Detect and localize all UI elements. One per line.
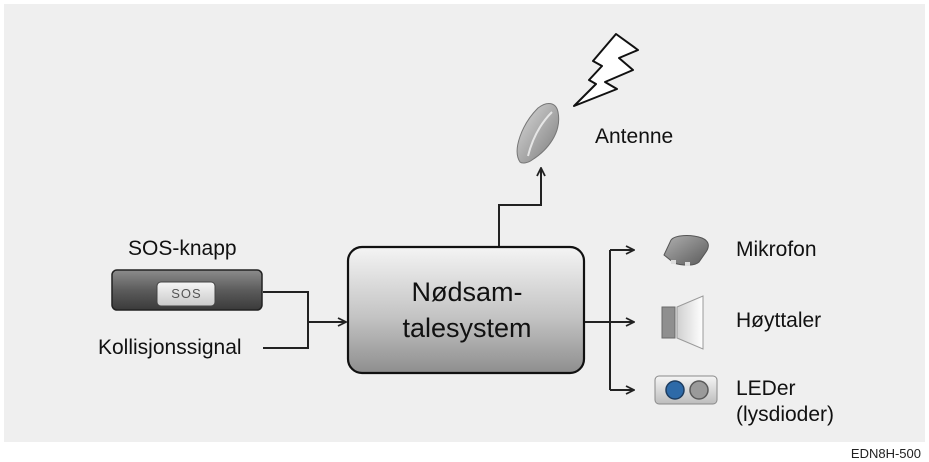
sos-button-icon	[111, 269, 263, 311]
leds-label-line2: (lysdioder)	[736, 403, 835, 426]
sos-button-text: SOS	[171, 286, 202, 301]
center-box	[346, 245, 586, 375]
center-label-line2: talesystem	[402, 313, 532, 343]
figure-code: EDN8H-500	[850, 446, 921, 461]
microphone-icon	[663, 235, 709, 266]
center-box-label: Nødsam- talesystem	[350, 248, 584, 372]
edge-sos-to-center	[263, 291, 346, 322]
edge-collision-to-center	[263, 322, 309, 349]
center-label-line1: Nødsam-	[411, 277, 523, 307]
speaker-icon	[661, 295, 704, 350]
collision-signal-label: Kollisjonssignal	[98, 336, 242, 359]
microphone-label: Mikrofon	[736, 238, 817, 261]
antenna-label: Antenne	[595, 125, 674, 148]
leds-label-line1: LEDer	[736, 377, 796, 400]
signal-bolt-icon	[573, 33, 639, 107]
speaker-label: Høyttaler	[736, 309, 822, 332]
led-icon	[654, 375, 718, 405]
sos-button-title: SOS-knapp	[128, 237, 237, 260]
antenna-icon	[516, 103, 560, 164]
edge-center-to-antenna	[498, 168, 541, 246]
